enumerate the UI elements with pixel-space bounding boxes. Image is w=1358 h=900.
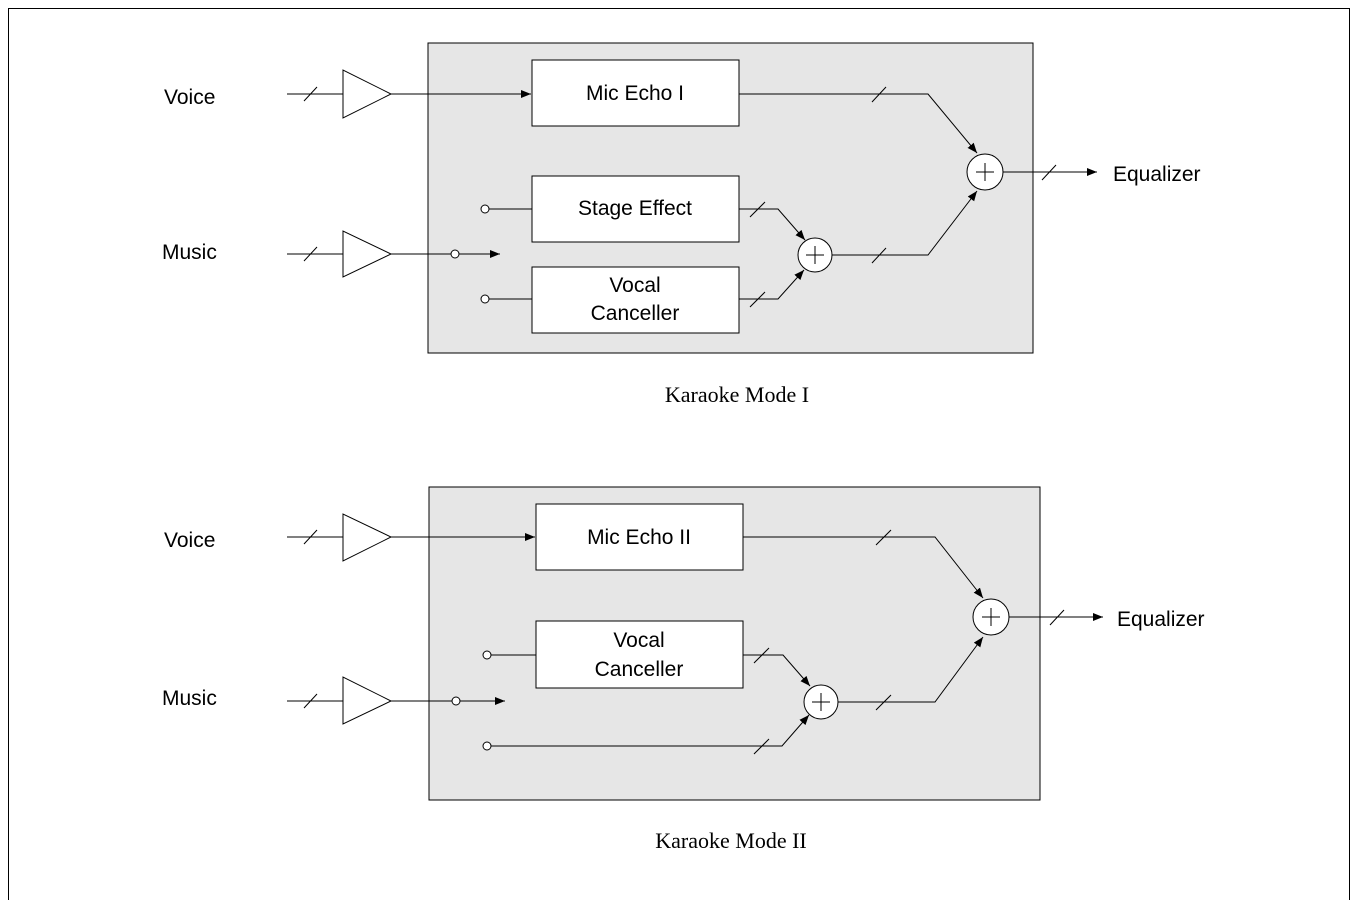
switch-contact bbox=[451, 696, 461, 706]
bus-slash bbox=[749, 201, 766, 218]
music-amplifier bbox=[342, 676, 393, 725]
mode-caption: Karaoke Mode I bbox=[665, 382, 809, 407]
plus-icon bbox=[976, 163, 994, 181]
vocal-canceller-block bbox=[531, 266, 740, 334]
voice-input-label: Voice bbox=[164, 86, 215, 109]
mode-2-diagram: Voice Music Mic Echo II Vocal Canceller bbox=[162, 486, 1205, 853]
echo-to-sum-arrow bbox=[739, 93, 978, 154]
switch-contact bbox=[450, 249, 460, 259]
bus-slash bbox=[303, 246, 318, 262]
vocal-canceller-label-line2: Canceller bbox=[591, 302, 680, 325]
equalizer-output-label: Equalizer bbox=[1117, 608, 1205, 631]
stage-effect-block bbox=[531, 175, 740, 243]
switch-contact bbox=[480, 294, 490, 304]
bus-slash bbox=[303, 529, 318, 545]
bus-slash bbox=[875, 694, 892, 711]
plus-icon bbox=[806, 246, 824, 264]
switch-contact bbox=[482, 650, 492, 660]
stage-effect-label: Stage Effect bbox=[578, 197, 692, 220]
voice-amplifier bbox=[342, 513, 393, 562]
switch-contact bbox=[482, 741, 492, 751]
mic-echo-block bbox=[531, 59, 740, 127]
bypass-to-sum-arrow bbox=[491, 714, 810, 747]
bus-slash bbox=[871, 247, 887, 264]
bus-slash bbox=[753, 738, 770, 755]
plus-icon bbox=[982, 608, 1000, 626]
mode-caption: Karaoke Mode II bbox=[655, 828, 807, 853]
music-input-label: Music bbox=[162, 687, 217, 710]
mic-echo-block bbox=[535, 503, 744, 571]
plus-icon bbox=[812, 693, 830, 711]
vocal-canceller-label-line1: Vocal bbox=[609, 274, 660, 297]
music-input-label: Music bbox=[162, 241, 217, 264]
bus-slash bbox=[303, 86, 318, 102]
music-amplifier bbox=[342, 230, 393, 278]
mic-echo-label: Mic Echo I bbox=[586, 82, 684, 105]
switch-contact bbox=[480, 204, 490, 214]
bus-slash bbox=[749, 291, 766, 308]
vocal-canceller-label-line2: Canceller bbox=[595, 658, 684, 681]
vocal-canceller-label-line1: Vocal bbox=[613, 629, 664, 652]
inner-sum-to-output-sum-arrow bbox=[838, 636, 984, 703]
bus-slash bbox=[1041, 164, 1057, 181]
canceller-to-sum-arrow bbox=[743, 654, 811, 687]
page-border bbox=[8, 8, 1350, 900]
bus-slash bbox=[871, 86, 887, 103]
mode-1-diagram: Voice Music Mic Echo I Stage Effect Voca… bbox=[162, 42, 1201, 407]
mic-echo-label: Mic Echo II bbox=[587, 526, 691, 549]
vocal-canceller-block bbox=[535, 620, 744, 689]
stage-to-sum-arrow bbox=[739, 208, 806, 241]
voice-amplifier bbox=[342, 69, 393, 119]
bus-slash bbox=[303, 693, 318, 709]
canceller-to-sum-arrow bbox=[739, 269, 805, 300]
bus-slash bbox=[753, 647, 770, 664]
bus-slash bbox=[875, 529, 892, 546]
inner-sum-to-output-sum-arrow bbox=[832, 190, 978, 256]
voice-input-label: Voice bbox=[164, 529, 215, 552]
bus-slash bbox=[1049, 609, 1065, 626]
equalizer-output-label: Equalizer bbox=[1113, 163, 1201, 186]
echo-to-sum-arrow bbox=[743, 536, 984, 599]
